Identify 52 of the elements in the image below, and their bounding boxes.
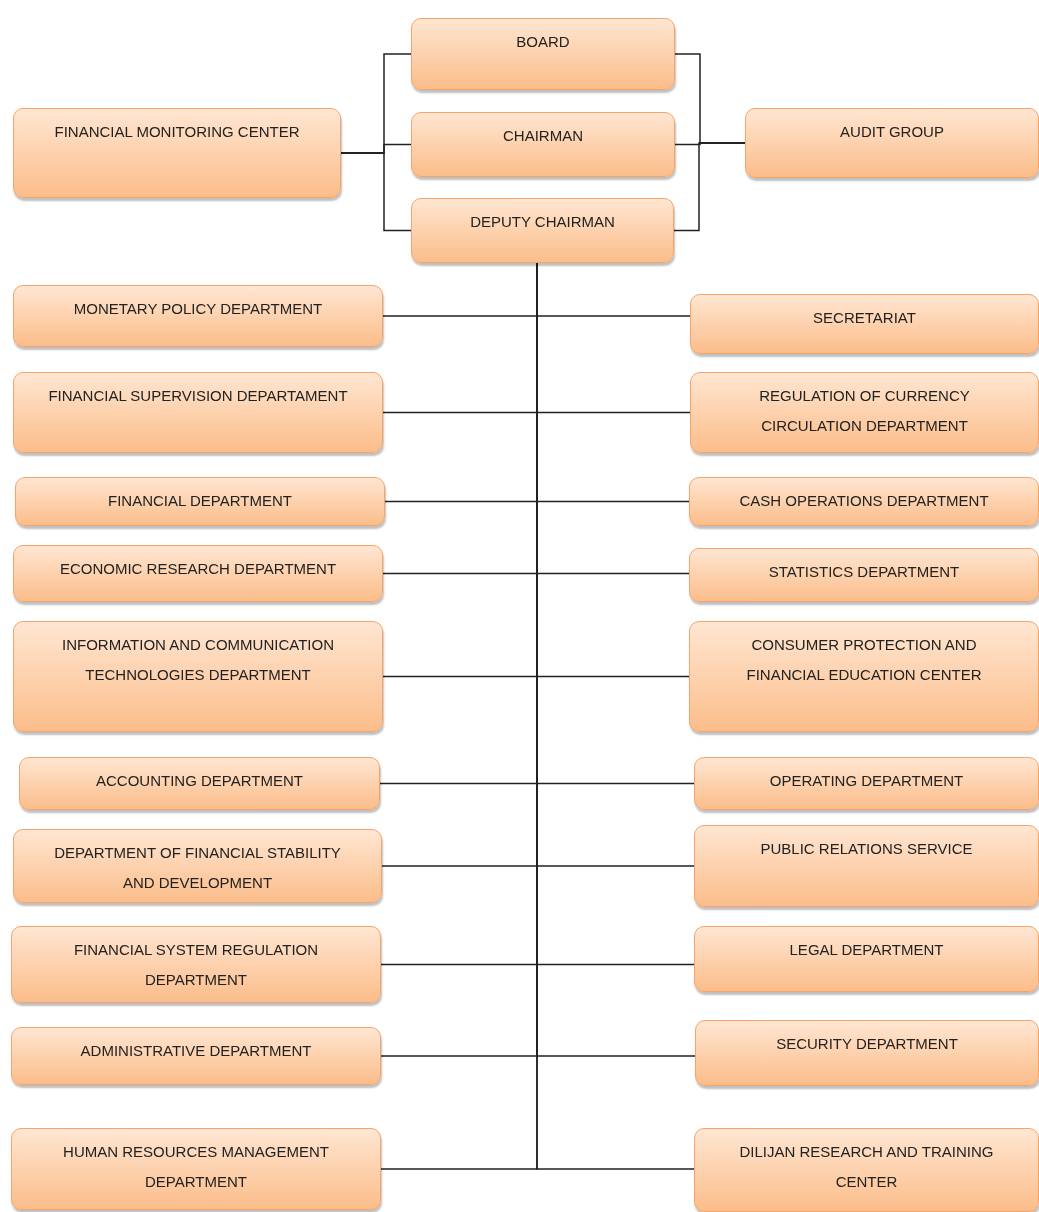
department-box [690,372,1039,453]
box-label: INFORMATION AND COMMUNICATION TECHNOLOGIES DEPARTMENT [61,635,335,685]
department-box [694,1128,1039,1212]
department-box [19,757,380,810]
box-label: STATISTICS DEPARTMENT [768,562,960,582]
department-box [689,477,1039,526]
department-box [689,621,1039,732]
department-box [411,112,675,177]
box-label: BOARD [516,32,570,52]
department-box [694,757,1039,810]
box-label: PUBLIC RELATIONS SERVICE [760,839,973,859]
box-label: HUMAN RESOURCES MANAGEMENT DEPARTMENT [62,1142,330,1192]
department-box [13,545,383,602]
box-label: AUDIT GROUP [840,122,944,142]
box-label: MONETARY POLICY DEPARTMENT [73,299,323,319]
department-box [694,825,1039,907]
connector-line [340,152,412,232]
box-label: SECRETARIAT [813,308,916,328]
box-label: FINANCIAL MONITORING CENTER [54,122,300,142]
department-box [13,372,383,453]
box-label: ADMINISTRATIVE DEPARTMENT [80,1041,312,1061]
department-box [411,198,674,263]
department-box [745,108,1039,178]
box-label: ACCOUNTING DEPARTMENT [96,771,303,791]
department-box [15,477,385,526]
box-label: ECONOMIC RESEARCH DEPARTMENT [59,559,337,579]
department-box [695,1020,1039,1086]
box-label: DEPARTMENT OF FINANCIAL STABILITY AND DEVELOPMENT [53,843,342,893]
box-label: DILIJAN RESEARCH AND TRAINING CENTER [738,1142,995,1192]
department-box [11,1128,381,1210]
connector-line [673,142,746,232]
box-label: FINANCIAL DEPARTMENT [108,491,292,511]
box-label: OPERATING DEPARTMENT [769,771,964,791]
box-label: CASH OPERATIONS DEPARTMENT [739,491,989,511]
box-label: CHAIRMAN [503,126,583,146]
department-box [690,294,1039,354]
box-label: FINANCIAL SUPERVISION DEPARTAMENT [48,386,348,406]
box-label: LEGAL DEPARTMENT [789,940,944,960]
box-label: REGULATION OF CURRENCY CIRCULATION DEPARTMENT [758,386,971,436]
department-box [411,18,675,90]
department-box [689,548,1039,602]
box-label: DEPUTY CHAIRMAN [470,212,615,232]
department-box [11,1027,381,1085]
department-box [13,621,383,732]
box-label: CONSUMER PROTECTION AND FINANCIAL EDUCATION CENTER [745,635,983,685]
department-box [694,926,1039,992]
box-label: FINANCIAL SYSTEM REGULATION DEPARTMENT [72,940,320,990]
box-label: SECURITY DEPARTMENT [776,1034,958,1054]
department-box [13,108,341,198]
department-box [13,285,383,347]
department-box [13,829,382,903]
department-box [11,926,381,1003]
